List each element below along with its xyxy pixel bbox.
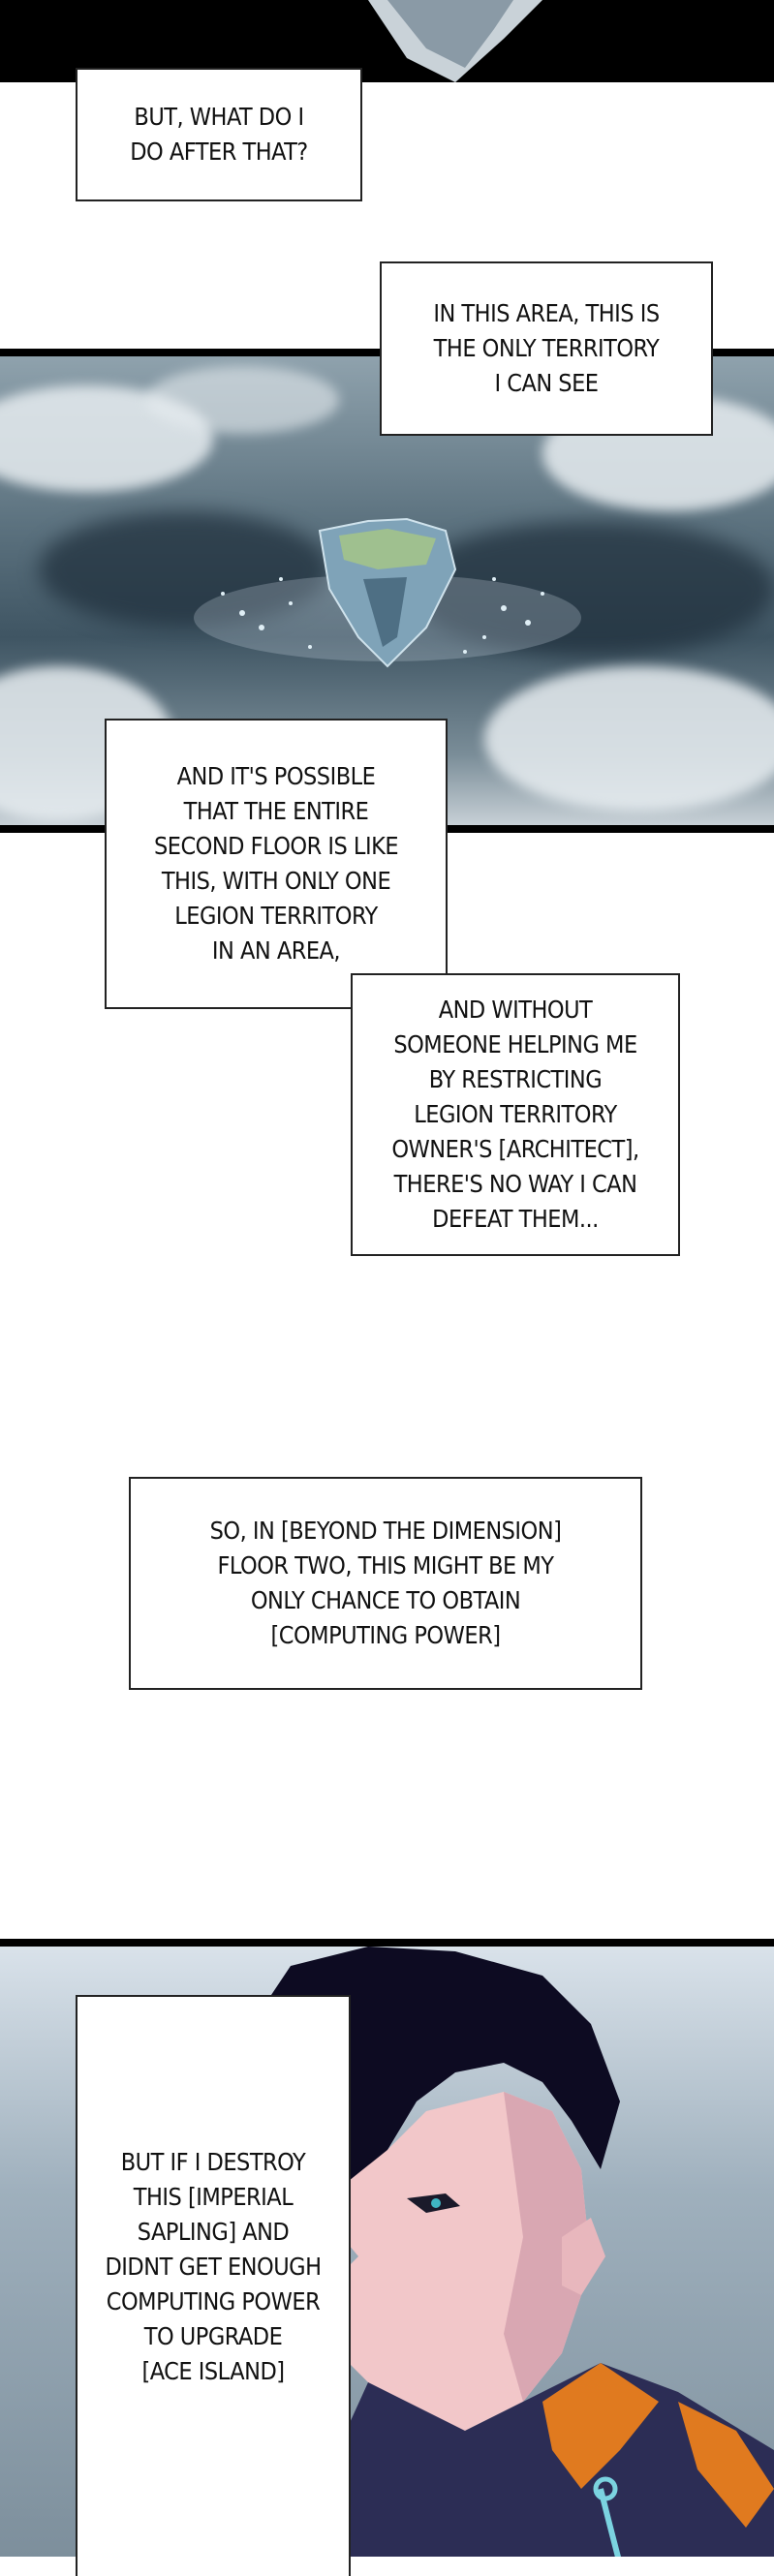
top-art-illustration <box>368 0 542 82</box>
caption-1: BUT, WHAT DO I DO AFTER THAT? <box>76 68 362 201</box>
caption-6: BUT IF I DESTROY THIS [IMPERIAL SAPLING]… <box>76 1995 351 2576</box>
caption-5-text: SO, IN [BEYOND THE DIMENSION] FLOOR TWO,… <box>209 1517 562 1649</box>
caption-1-text: BUT, WHAT DO I DO AFTER THAT? <box>130 103 308 166</box>
caption-3: AND IT'S POSSIBLE THAT THE ENTIRE SECOND… <box>105 719 448 1009</box>
floating-island-illustration <box>194 517 581 668</box>
caption-2: IN THIS AREA, THIS IS THE ONLY TERRITORY… <box>380 261 713 436</box>
caption-4: AND WITHOUT SOMEONE HELPING ME BY RESTRI… <box>351 973 680 1256</box>
caption-5: SO, IN [BEYOND THE DIMENSION] FLOOR TWO,… <box>129 1477 642 1690</box>
caption-6-text: BUT IF I DESTROY THIS [IMPERIAL SAPLING]… <box>105 2148 322 2385</box>
caption-3-text: AND IT'S POSSIBLE THAT THE ENTIRE SECOND… <box>153 762 399 965</box>
caption-4-text: AND WITHOUT SOMEONE HELPING ME BY RESTRI… <box>391 996 639 1233</box>
caption-2-text: IN THIS AREA, THIS IS THE ONLY TERRITORY… <box>433 299 660 397</box>
